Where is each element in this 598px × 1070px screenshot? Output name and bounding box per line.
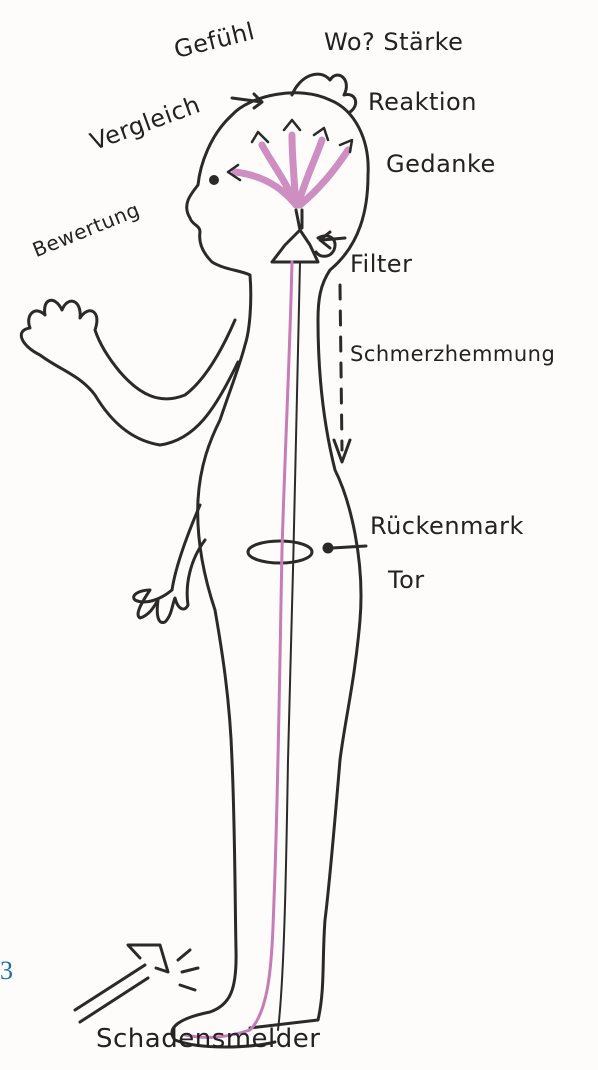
label-schadensmelder: Schadensmelder xyxy=(96,1024,320,1054)
label-wo-starke: Wo? Stärke xyxy=(324,28,463,56)
lower-arm xyxy=(134,505,205,623)
spinal-pointer xyxy=(332,546,366,548)
raised-arm xyxy=(21,300,238,445)
brain-arrowhead-3 xyxy=(284,120,300,130)
label-schmerzhemmung: Schmerzhemmung xyxy=(350,342,555,366)
label-ruckenmark: Rückenmark xyxy=(370,512,524,540)
filter-funnel xyxy=(272,210,318,262)
brain-arrowhead-2 xyxy=(252,132,268,142)
label-reaktion: Reaktion xyxy=(368,88,477,116)
spinal-gate-ring xyxy=(248,541,312,563)
spinal-pointer-dot xyxy=(324,544,332,552)
filter-pointer xyxy=(320,232,345,248)
label-filter: Filter xyxy=(350,250,412,278)
brain-ray-3 xyxy=(292,135,296,205)
vergleich-arrow xyxy=(232,94,262,108)
label-tor: Tor xyxy=(388,566,425,594)
impact-lines xyxy=(178,950,198,990)
inhibition-dashed-line xyxy=(340,285,342,450)
page-number: 3 xyxy=(0,956,13,986)
label-gedanke: Gedanke xyxy=(386,150,496,178)
stimulus-arrow xyxy=(75,945,168,1022)
eye xyxy=(211,177,218,184)
